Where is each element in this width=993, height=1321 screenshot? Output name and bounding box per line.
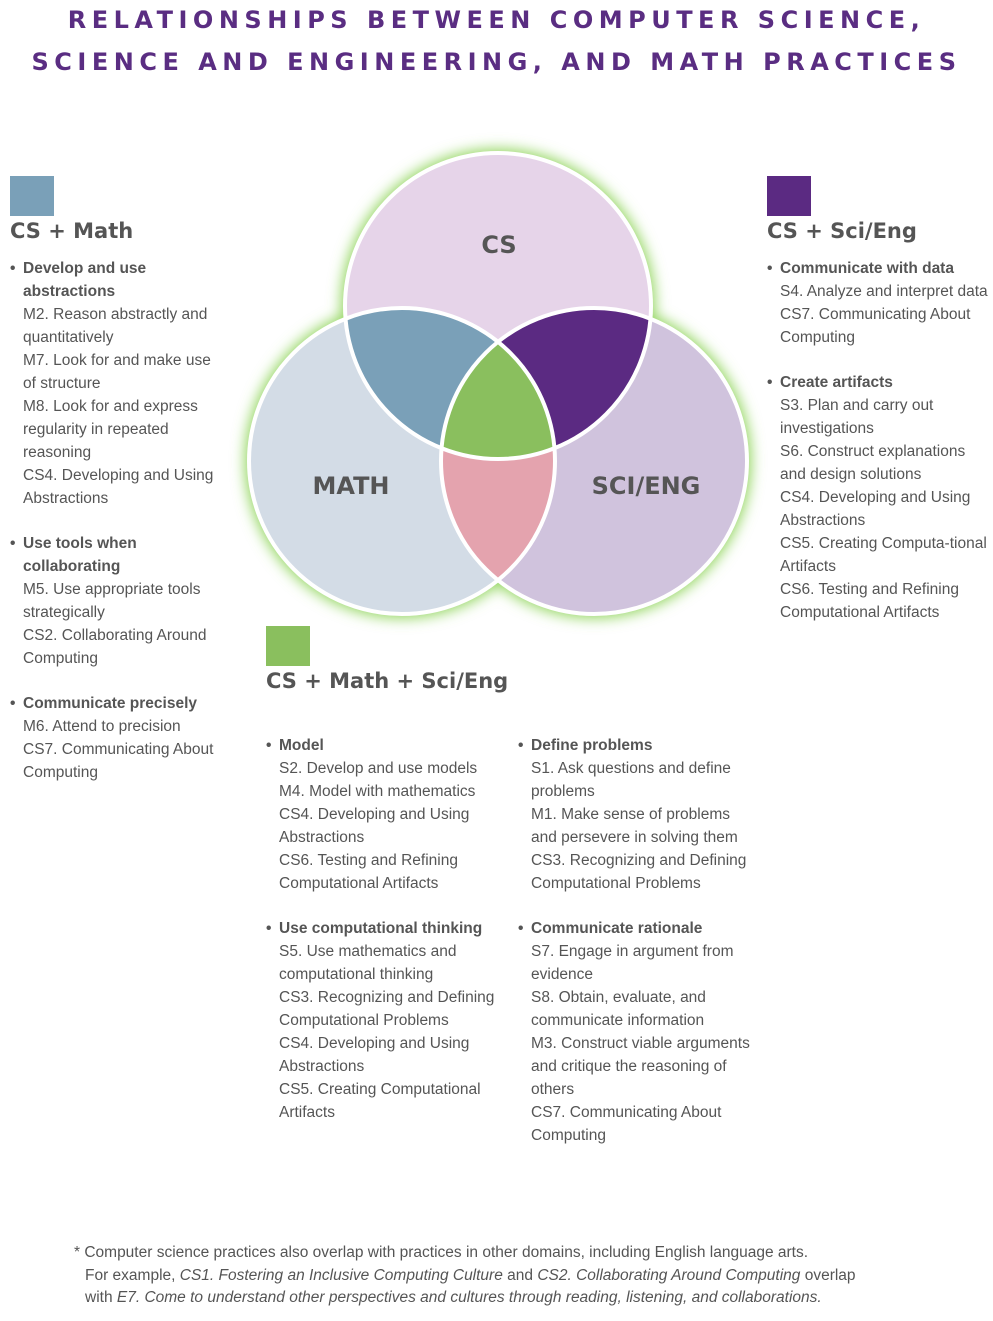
practice-group-title: Use computational thinking — [266, 917, 506, 940]
practice-group-title: Communicate with data — [767, 257, 989, 280]
practice-group-title: Develop and use abstractions — [10, 257, 220, 303]
practice-item: S1. Ask questions and define problems — [531, 760, 731, 800]
footnote-cs1-reference: CS1. Fostering an Inclusive Computing Cu… — [179, 1266, 503, 1284]
footnote-e7-reference: E7. Come to understand other perspective… — [116, 1289, 822, 1306]
cs-math-section: CS + Math Develop and use abstractionsM2… — [10, 176, 220, 806]
practice-item: CS7. Communicating About Computing — [531, 1104, 722, 1144]
practice-item: CS5. Creating Computa-tional Artifacts — [780, 535, 987, 575]
cs-math-swatch — [10, 176, 54, 216]
practice-item: CS3. Recognizing and Defining Computatio… — [531, 852, 747, 892]
practice-group-title: Communicate precisely — [10, 692, 220, 715]
practice-item: M4. Model with mathematics — [279, 783, 476, 800]
title-line-1: RELATIONSHIPS BETWEEN COMPUTER SCIENCE, — [67, 6, 926, 34]
practice-group-title: Model — [266, 734, 506, 757]
practice-item: CS7. Communicating About Computing — [780, 306, 971, 346]
practice-group-title: Define problems — [518, 734, 758, 757]
title-line-2: SCIENCE AND ENGINEERING, AND MATH PRACTI… — [31, 48, 962, 76]
cs-label: CS — [481, 231, 516, 259]
cs-math-scieng-title: CS + Math + Sci/Eng — [266, 669, 509, 693]
footnote-line-2: For example, CS1. Fostering an Inclusive… — [74, 1265, 974, 1288]
practice-item: S4. Analyze and interpret data — [780, 283, 988, 300]
practice-item: CS6. Testing and Refining Computational … — [279, 852, 458, 892]
practice-item: S2. Develop and use models — [279, 760, 478, 777]
footnote-line-3: with E7. Come to understand other perspe… — [74, 1287, 974, 1310]
practice-item: CS5. Creating Computational Artifacts — [279, 1081, 481, 1121]
practice-item: M2. Reason abstractly and quantitatively — [23, 306, 208, 346]
practice-item: CS4. Developing and Using Abstractions — [23, 467, 214, 507]
practice-item: M6. Attend to precision — [23, 718, 181, 735]
practice-item: S7. Engage in argument from evidence — [531, 943, 734, 983]
practice-item: CS3. Recognizing and Defining Computatio… — [279, 989, 495, 1029]
footnote-text: and — [502, 1266, 538, 1284]
practice-item: CS7. Communicating About Computing — [23, 741, 214, 781]
practice-item: M8. Look for and express regularity in r… — [23, 398, 198, 461]
math-label: MATH — [312, 472, 389, 500]
cs-math-scieng-region — [441, 308, 555, 459]
practice-item: M3. Construct viable arguments and criti… — [531, 1035, 750, 1098]
cs-math-title: CS + Math — [10, 219, 134, 243]
practice-item: S5. Use mathematics and computational th… — [279, 943, 457, 983]
footnote-text: For example, — [85, 1266, 180, 1284]
practice-item: M5. Use appropriate tools strategically — [23, 581, 201, 621]
practice-item: S8. Obtain, evaluate, and communicate in… — [531, 989, 706, 1029]
footnote-text: overlap — [800, 1266, 856, 1284]
cs-math-scieng-swatch — [266, 626, 310, 666]
practice-item: CS4. Developing and Using Abstractions — [279, 806, 470, 846]
scieng-label: SCI/ENG — [592, 472, 701, 500]
footnote: * Computer science practices also overla… — [74, 1242, 974, 1310]
cs-scieng-swatch — [767, 176, 811, 216]
practice-item: M1. Make sense of problems and persevere… — [531, 806, 738, 846]
practice-item: CS4. Developing and Using Abstractions — [780, 489, 971, 529]
practice-group-title: Communicate rationale — [518, 917, 758, 940]
practice-item: CS6. Testing and Refining Computational … — [780, 581, 959, 621]
footnote-text: with — [85, 1289, 117, 1306]
practice-group-title: Use tools when collaborating — [10, 532, 220, 578]
practice-item: S3. Plan and carry out investigations — [780, 397, 934, 437]
footnote-line-1: * Computer science practices also overla… — [74, 1244, 809, 1261]
practice-item: S6. Construct explanations and design so… — [780, 443, 966, 483]
practice-item: CS2. Collaborating Around Computing — [23, 627, 207, 667]
practice-group-title: Create artifacts — [767, 371, 989, 394]
cs-scieng-title: CS + Sci/Eng — [767, 219, 917, 243]
practice-item: CS4. Developing and Using Abstractions — [279, 1035, 470, 1075]
practice-item: M7. Look for and make use of structure — [23, 352, 211, 392]
footnote-cs2-reference: CS2. Collaborating Around Computing — [537, 1266, 801, 1284]
